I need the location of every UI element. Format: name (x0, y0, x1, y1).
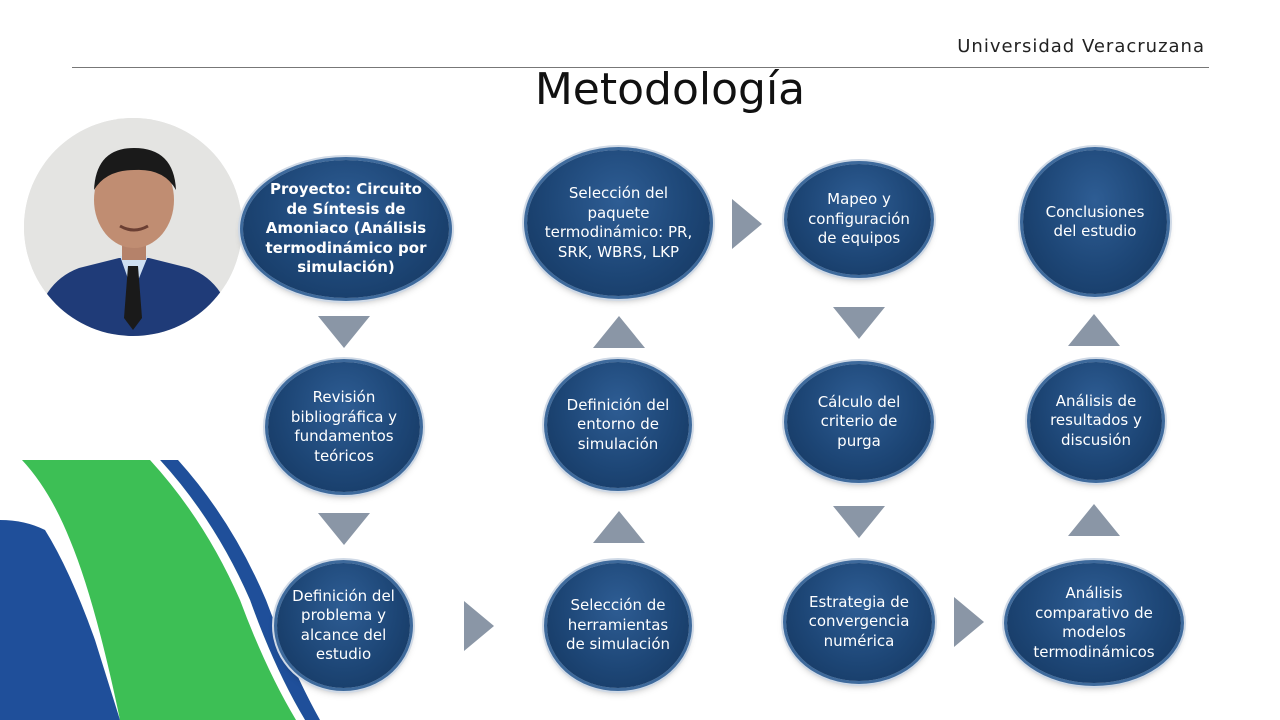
node-seleccion-paquete: Selección del paquete termodinámico: PR,… (527, 150, 710, 296)
node-seleccion-herramientas-label: Selección de herramientas de simulación (565, 596, 671, 654)
node-analisis-resultados: Análisis de resultados y discusión (1030, 362, 1162, 480)
presenter-webcam (24, 118, 242, 336)
arrow-down-icon (318, 513, 370, 545)
arrow-down-icon (318, 316, 370, 348)
node-estrategia-label: Estrategia de convergencia numérica (808, 592, 910, 650)
node-definicion-entorno-label: Definición del entorno de simulación (566, 395, 670, 453)
arrow-right-icon (954, 597, 984, 647)
node-revision: Revisión bibliográfica y fundamentos teó… (268, 362, 420, 492)
node-conclusiones: Conclusiones del estudio (1023, 150, 1167, 294)
node-analisis-resultados-label: Análisis de resultados y discusión (1050, 391, 1142, 449)
arrow-up-icon (593, 511, 645, 543)
node-definicion-problema-label: Definición del problema y alcance del es… (292, 586, 395, 664)
node-seleccion-herramientas: Selección de herramientas de simulación (547, 563, 689, 688)
node-mapeo: Mapeo y configuración de equipos (787, 164, 931, 275)
node-estrategia: Estrategia de convergencia numérica (786, 563, 932, 681)
node-calculo-purga-label: Cálculo del criterio de purga (817, 392, 901, 450)
node-analisis-comparativo-label: Análisis comparativo de modelos termodin… (1033, 584, 1155, 661)
arrow-up-icon (1068, 314, 1120, 346)
presenter-figure (24, 118, 242, 336)
node-conclusiones-label: Conclusiones del estudio (1045, 202, 1145, 241)
node-definicion-problema: Definición del problema y alcance del es… (277, 563, 410, 688)
node-proyecto: Proyecto: Circuito de Síntesis de Amonia… (243, 160, 449, 298)
arrow-right-icon (732, 199, 762, 249)
node-seleccion-paquete-label: Selección del paquete termodinámico: PR,… (544, 184, 693, 261)
node-definicion-entorno: Definición del entorno de simulación (547, 362, 689, 488)
arrow-up-icon (593, 316, 645, 348)
slide-title: Metodología (534, 64, 806, 115)
node-calculo-purga: Cálculo del criterio de purga (787, 364, 931, 480)
arrow-down-icon (833, 506, 885, 538)
arrow-right-icon (464, 601, 494, 651)
node-analisis-comparativo: Análisis comparativo de modelos termodin… (1007, 563, 1181, 683)
arrow-down-icon (833, 307, 885, 339)
node-proyecto-label: Proyecto: Circuito de Síntesis de Amonia… (265, 180, 427, 277)
arrow-up-icon (1068, 504, 1120, 536)
header-divider (72, 67, 1209, 68)
node-mapeo-label: Mapeo y configuración de equipos (808, 190, 910, 248)
node-revision-label: Revisión bibliográfica y fundamentos teó… (290, 388, 398, 465)
university-brand: Universidad Veracruzana (957, 36, 1205, 57)
